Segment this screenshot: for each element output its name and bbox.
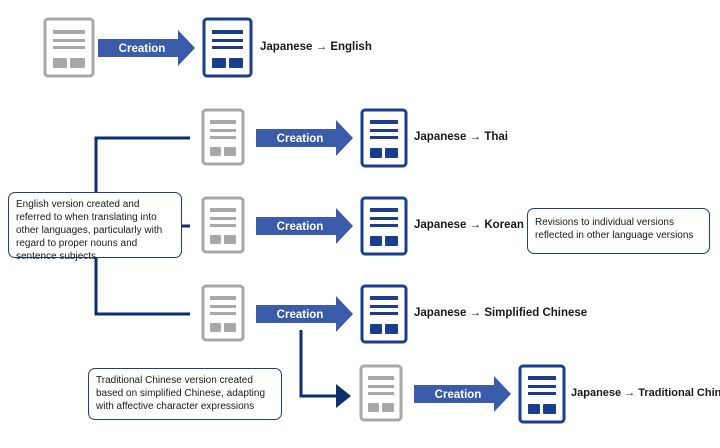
source-document-icon: [43, 17, 95, 78]
connector-lines: [94, 136, 336, 398]
creation-arrow: Creation: [414, 376, 511, 412]
translated-document-icon: [360, 284, 408, 344]
note-english-reference: English version created and referred to …: [8, 192, 182, 262]
creation-arrow-label: Creation: [435, 389, 482, 401]
label-thai: Japanese → Thai: [414, 131, 508, 143]
note-revisions: Revisions to individual versions reflect…: [527, 208, 710, 254]
translated-document-icon: [518, 364, 566, 424]
creation-arrow-label: Creation: [119, 43, 166, 55]
creation-arrow: Creation: [256, 120, 353, 156]
label-korean: Japanese → Korean: [414, 219, 524, 231]
connector-arrowhead: [336, 384, 351, 408]
creation-arrow: Creation: [98, 30, 195, 66]
label-english: Japanese → English: [260, 41, 372, 53]
source-document-icon: [201, 196, 245, 254]
source-document-icon: [201, 284, 245, 342]
translated-document-icon: [202, 17, 253, 78]
creation-arrow: Creation: [256, 296, 353, 332]
creation-arrow: Creation: [256, 208, 353, 244]
note-traditional-chinese: Traditional Chinese version created base…: [88, 368, 282, 420]
source-document-icon: [201, 108, 245, 166]
translated-document-icon: [360, 108, 408, 168]
simplified-to-traditional-connector: [299, 330, 336, 398]
creation-arrow-label: Creation: [277, 133, 324, 145]
label-traditional-chinese: Japanese → Traditional Chinese: [571, 387, 720, 399]
source-document-icon: [359, 364, 403, 422]
creation-arrow-label: Creation: [277, 309, 324, 321]
label-simplified-chinese: Japanese → Simplified Chinese: [414, 307, 588, 319]
creation-arrow-label: Creation: [277, 221, 324, 233]
translated-document-icon: [360, 196, 408, 256]
